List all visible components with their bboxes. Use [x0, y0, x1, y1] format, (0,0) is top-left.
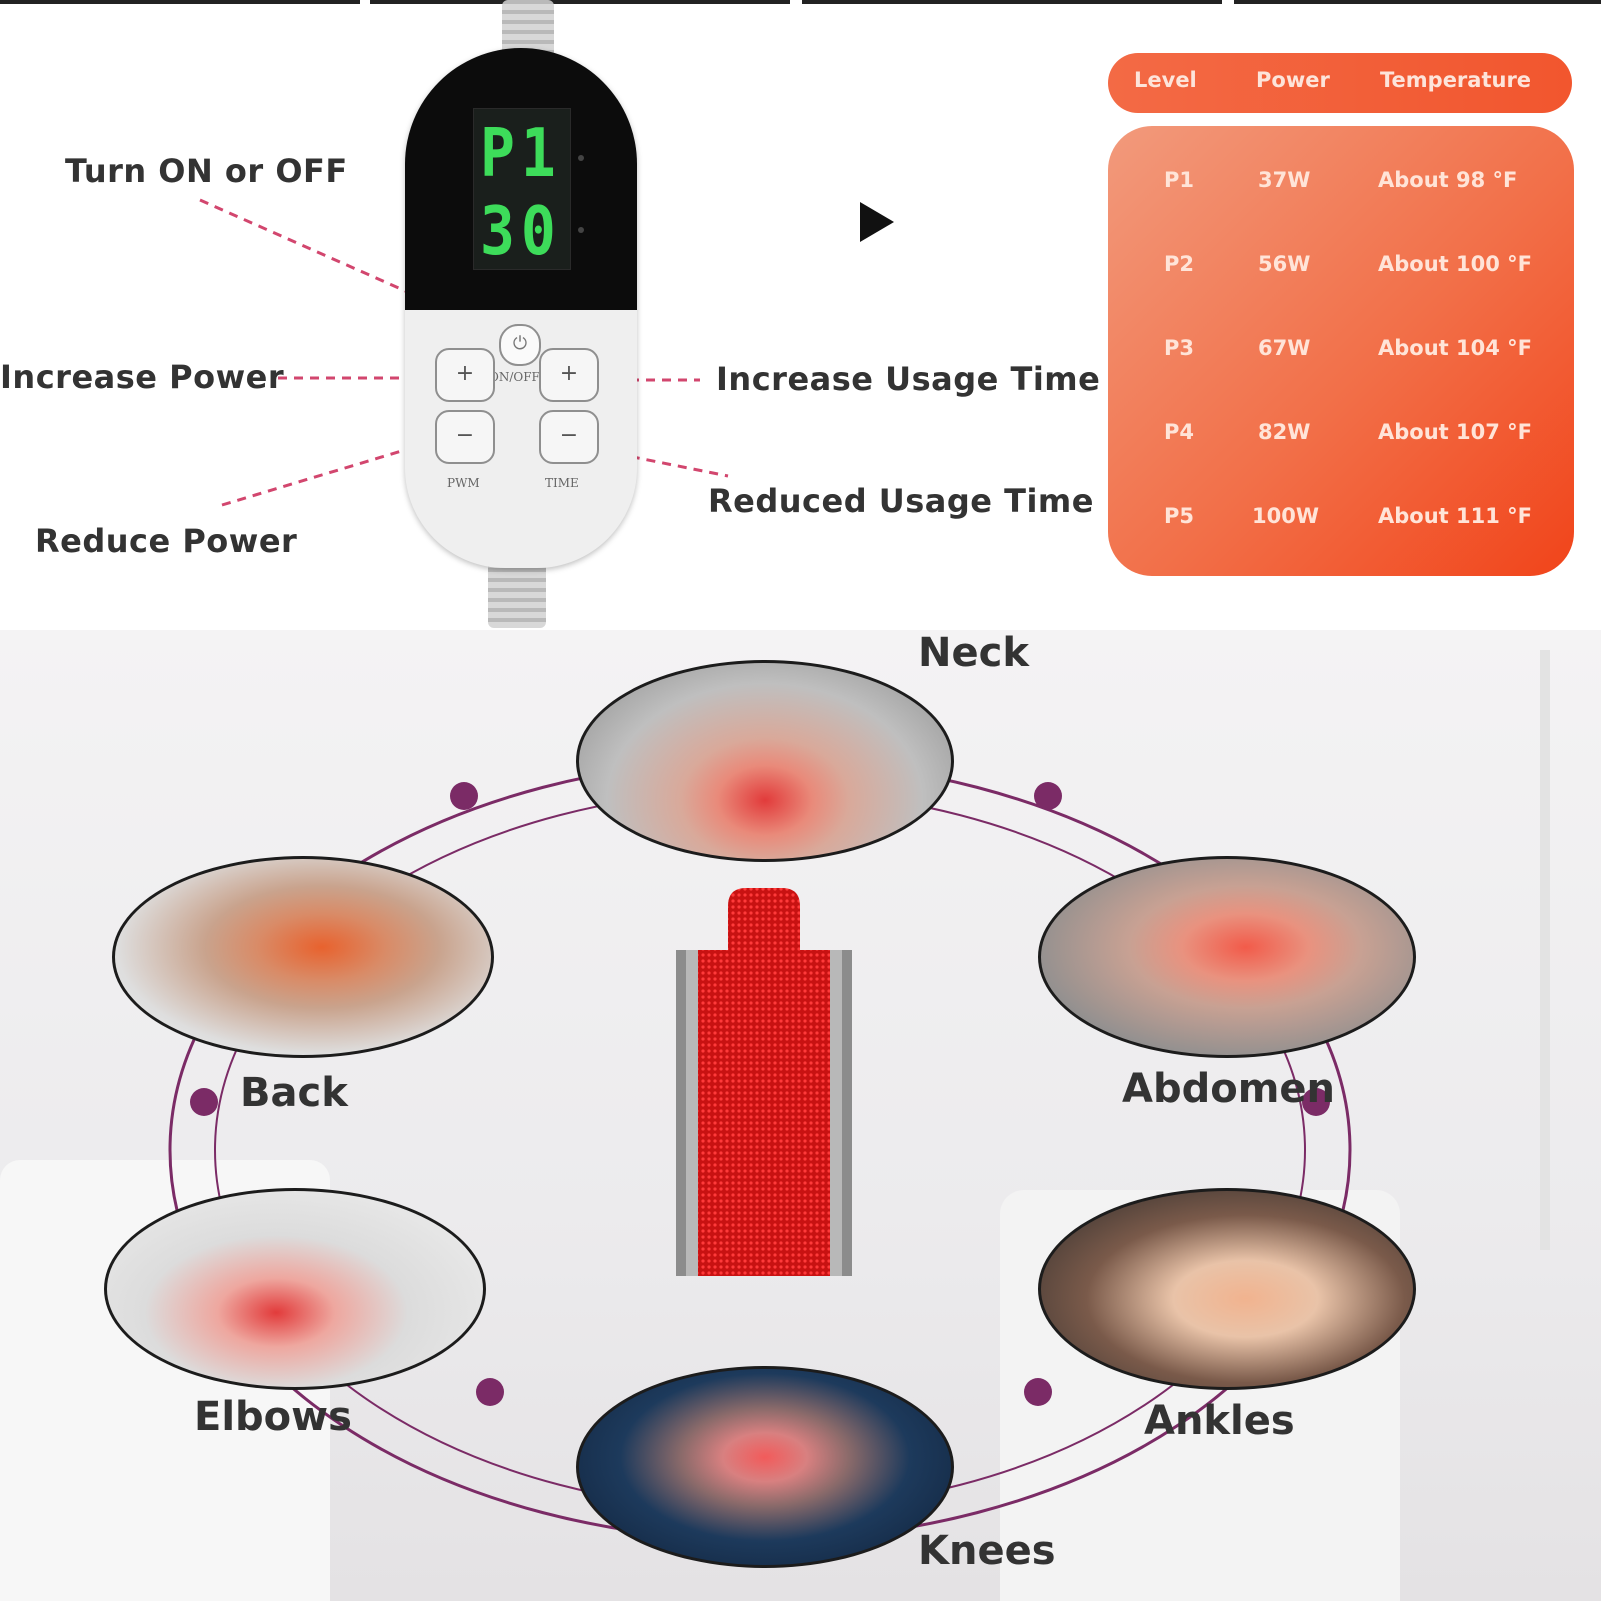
increase-power-label: Increase Power — [0, 358, 285, 396]
infrared-mat-picture — [676, 888, 852, 1276]
cell-temperature: About 111 °F — [1378, 504, 1533, 528]
cell-power: 67W — [1258, 336, 1311, 360]
display-level: P1 — [480, 113, 562, 193]
body-areas-section: Neck Back Abdomen Elbows Ankles Knees — [0, 630, 1601, 1601]
cell-power: 82W — [1258, 420, 1311, 444]
onoff-label: ON/OFF — [489, 370, 540, 384]
cell-power: 37W — [1258, 168, 1311, 192]
cell-power: 100W — [1252, 504, 1319, 528]
leader-onoff — [199, 198, 499, 334]
mat-top-tab — [728, 888, 800, 956]
abdomen-picture — [1038, 856, 1416, 1058]
back-label: Back — [240, 1070, 348, 1116]
pwm-label: PWM — [447, 476, 480, 490]
abdomen-label: Abdomen — [1122, 1066, 1335, 1112]
ankles-label: Ankles — [1144, 1398, 1295, 1444]
ring-node — [476, 1378, 504, 1406]
cell-temperature: About 107 °F — [1378, 420, 1533, 444]
indicator-led — [578, 155, 584, 161]
reduce-power-label: Reduce Power — [35, 522, 298, 560]
cell-temperature: About 104 °F — [1378, 336, 1533, 360]
display-time: 30 — [480, 191, 562, 271]
neck-picture — [576, 660, 954, 862]
knees-picture — [576, 1366, 954, 1568]
time-minus-button[interactable]: − — [539, 410, 599, 464]
remote-display-panel: P1 30 — [405, 48, 637, 310]
ankles-picture — [1038, 1188, 1416, 1390]
increase-usage-time-label: Increase Usage Time — [716, 360, 1101, 398]
table-header: Level Power Temperature — [1108, 53, 1572, 113]
power-plus-button[interactable]: + — [435, 348, 495, 402]
knees-label: Knees — [918, 1528, 1056, 1574]
power-icon: ⏻ — [512, 333, 528, 354]
back-picture — [112, 856, 494, 1058]
cell-level: P4 — [1164, 420, 1195, 444]
cell-level: P2 — [1164, 252, 1195, 276]
led-screen: P1 30 — [473, 108, 584, 271]
cell-level: P1 — [1164, 168, 1195, 192]
ring-node — [450, 782, 478, 810]
cell-temperature: About 98 °F — [1378, 168, 1518, 192]
time-plus-button[interactable]: + — [539, 348, 599, 402]
elbows-picture — [104, 1188, 486, 1390]
controller-section: P1 30 ⏻ ON/OFF + + − − PWM TIME Turn ON … — [0, 0, 1601, 628]
ring-node — [1024, 1378, 1052, 1406]
ring-node — [190, 1088, 218, 1116]
cable-bottom — [488, 560, 546, 628]
top-divider — [802, 0, 1222, 4]
header-level: Level — [1134, 68, 1197, 92]
remote-controller: P1 30 ⏻ ON/OFF + + − − PWM TIME — [405, 48, 637, 568]
top-divider — [370, 0, 790, 4]
cell-power: 56W — [1258, 252, 1311, 276]
elbows-label: Elbows — [194, 1394, 352, 1440]
ring-node — [1034, 782, 1062, 810]
power-button[interactable]: ⏻ — [499, 324, 541, 366]
top-divider — [0, 0, 360, 4]
cell-level: P3 — [1164, 336, 1195, 360]
arrow-right-icon — [860, 202, 894, 242]
header-power: Power — [1256, 68, 1330, 92]
top-divider — [1234, 0, 1601, 4]
ring-node — [1302, 1088, 1330, 1116]
time-label: TIME — [545, 476, 579, 490]
reduced-usage-time-label: Reduced Usage Time — [708, 482, 1094, 520]
table-body: P1 37W About 98 °F P2 56W About 100 °F P… — [1108, 126, 1574, 576]
header-temperature: Temperature — [1380, 68, 1532, 92]
mat-led-area — [698, 950, 830, 1276]
background-wall-edge — [1540, 650, 1550, 1250]
power-minus-button[interactable]: − — [435, 410, 495, 464]
indicator-led — [578, 227, 584, 233]
cell-temperature: About 100 °F — [1378, 252, 1533, 276]
turn-on-off-label: Turn ON or OFF — [65, 152, 348, 190]
leader-reduce-time — [567, 442, 729, 478]
cell-level: P5 — [1164, 504, 1195, 528]
neck-label: Neck — [918, 630, 1029, 676]
